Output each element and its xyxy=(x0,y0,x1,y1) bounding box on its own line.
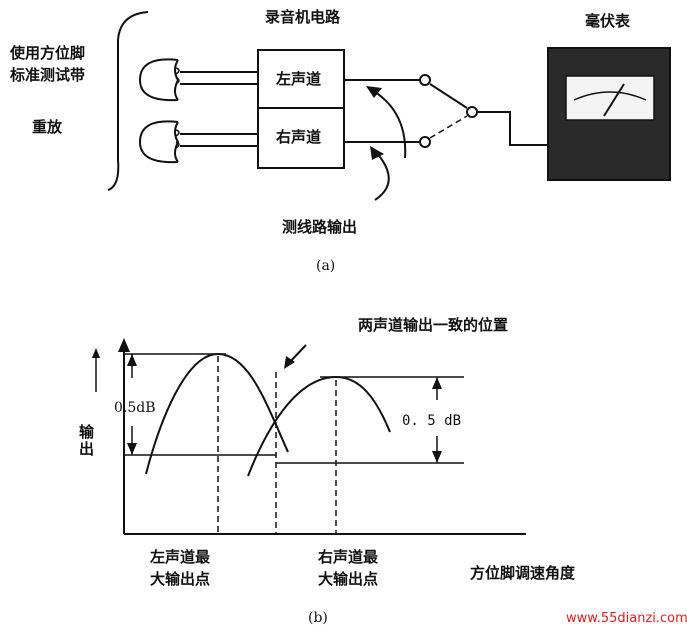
y-axis-arrow xyxy=(118,338,130,352)
common-switch-terminal xyxy=(466,106,478,118)
left-db-label: 0.5dB xyxy=(114,400,156,416)
meter-needle xyxy=(603,83,625,117)
part-a-circuit: 使用方位脚 标准测试带 重放 录音机电路 左声道 右声道 xyxy=(9,8,671,274)
left-max-label-line1: 左声道最 xyxy=(149,548,211,566)
right-db-label: 0. 5 dB xyxy=(402,413,461,429)
y-label-arrow-head xyxy=(92,348,100,358)
right-max-label-line2: 大输出点 xyxy=(318,570,378,588)
consistent-position-pointer-head xyxy=(284,356,295,369)
caption-b: (b) xyxy=(308,610,328,626)
test-arrow-right xyxy=(374,151,390,201)
watermark: www.55dianzi.com xyxy=(566,611,687,626)
right-db-arrow-up-head xyxy=(432,377,442,389)
right-channel-label: 右声道 xyxy=(276,128,321,146)
caption-a: (a) xyxy=(316,258,335,274)
y-axis-label: 输出 xyxy=(77,423,95,458)
test-arrow-right-head xyxy=(370,146,384,160)
right-max-label-line1: 右声道最 xyxy=(318,548,379,566)
left-channel-label: 左声道 xyxy=(275,70,321,88)
left-switch-terminal xyxy=(419,74,431,86)
right-head-icon xyxy=(138,120,180,164)
left-db-arrow-up-head xyxy=(127,354,137,366)
x-axis-label: 方位脚调速角度 xyxy=(470,564,576,582)
right-switch-terminal xyxy=(419,136,431,148)
meter-wire xyxy=(477,111,552,146)
meter-title: 毫伏表 xyxy=(585,12,631,30)
switch-arm xyxy=(429,83,468,109)
playback-label: 重放 xyxy=(32,118,63,136)
test-arrow-left-head xyxy=(366,86,382,98)
recorder-title: 录音机电路 xyxy=(265,8,341,26)
part-b-response-plot: 两声道输出一致的位置 输出 0.5dB 0. 5 dB xyxy=(77,316,576,626)
tape-bracket xyxy=(107,11,149,191)
tape-label-line1: 使用方位脚 xyxy=(9,44,85,62)
test-arrow-left xyxy=(371,89,407,159)
test-output-label: 测线路输出 xyxy=(282,218,357,236)
meter-scale xyxy=(573,91,647,101)
left-db-arrow-down-head xyxy=(127,443,137,455)
right-channel-box xyxy=(257,107,345,169)
right-channel-curve xyxy=(247,375,391,477)
right-db-arrow-down-head xyxy=(432,451,442,463)
left-max-label-line2: 大输出点 xyxy=(150,570,210,588)
switch-arm-dashed xyxy=(429,115,468,139)
left-head-icon xyxy=(138,58,180,102)
consistent-position-label: 两声道输出一致的位置 xyxy=(358,316,508,334)
tape-label-line2: 标准测试带 xyxy=(9,66,85,84)
left-channel-curve xyxy=(145,352,289,475)
